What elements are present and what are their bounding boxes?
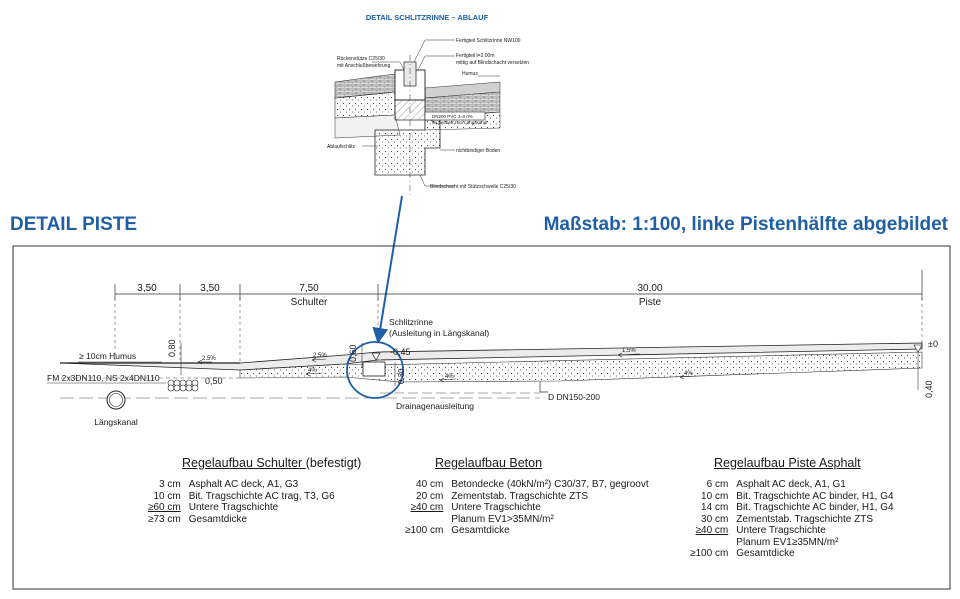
label-fertigteil-len-2: mittig auf Blindschacht versetzen (456, 60, 529, 66)
heading-detail-piste: DETAIL PISTE (10, 214, 138, 235)
detail-schlitzrinne: DETAIL SCHLITZRINNE – ABLAUF Rückenstütz… (327, 13, 529, 195)
slope-3: 4% (308, 368, 317, 374)
label-pm0: ±0 (928, 339, 938, 349)
blindschacht (374, 119, 441, 176)
slope-1: 2.5% (202, 356, 216, 362)
buildup-schulter-title: Regelaufbau Schulter (befestigt) (182, 456, 362, 470)
schlitzrinne-symbol (346, 341, 404, 399)
buildup-asphalt-title: Regelaufbau Piste Asphalt (714, 456, 861, 470)
label-drainage: Drainagenausleitung (396, 401, 474, 411)
label-dim-060: 0,60 (348, 344, 358, 362)
cable-bundle (167, 379, 199, 392)
label-blindschacht: Blindschacht mit Stützschwelle C25/30 (430, 184, 516, 190)
dim-name-schulter: Schulter (291, 297, 328, 308)
dim-name-piste: Piste (639, 297, 662, 308)
slope-6: 1.5% (622, 348, 636, 354)
detail-highlight-circle (346, 341, 404, 399)
label-dn200-2: im Seitbett zum Längskanal (432, 120, 487, 125)
dim-2: 3,50 (200, 283, 220, 294)
label-fm: FM 2x3DN110, NS 2x4DN110 (47, 373, 160, 383)
label-dim-050: 0,50 (205, 376, 223, 386)
slope-4: 4% (445, 374, 454, 380)
label-dim-045: -0,45 (390, 347, 411, 357)
detail-title: DETAIL SCHLITZRINNE – ABLAUF (366, 13, 489, 22)
label-humus: ≥ 10cm Humus (79, 351, 136, 361)
slope-5: 4% (684, 371, 693, 377)
label-dim-040: 0,40 (924, 380, 934, 398)
label-fertigteil-len-1: Fertigteil l=2.00m (456, 53, 495, 59)
table-row: Planum EV1>35MN/m² (451, 513, 554, 525)
drawing-frame (12, 245, 951, 590)
dn200-pipe (424, 111, 486, 121)
buildup-beton-title: Regelaufbau Beton (435, 456, 543, 470)
dim-1: 3,50 (137, 283, 157, 294)
level-marker-pm0 (913, 344, 923, 353)
dim-3: 7,50 (299, 283, 319, 294)
label-rueckenstuetze-2: mit Anschlußbewehrung (337, 63, 391, 69)
label-fertigteil: Fertigteil Schlitzrinne NW100 (456, 38, 521, 44)
detail-connector-arrow (372, 195, 403, 344)
label-humus-top: Humus (462, 71, 478, 77)
label-dim-030: 0,30 (397, 368, 406, 384)
label-rueckenstuetze-1: Rückenstütze C25/30 (337, 56, 385, 62)
label-dim-080: 0,80 (167, 339, 177, 357)
label-dn200-1: DN200 PVC J=0.0% (432, 114, 473, 119)
label-schlitzrinne-1: Schlitzrinne (389, 317, 433, 327)
label-nichtbindiger: nichtbindiger Boden (456, 148, 500, 154)
slope-2: 2.5% (313, 353, 327, 359)
label-laengskanal: Längskanal (94, 417, 138, 427)
heading-massstab: Maßstab: 1:100, linke Pistenhälfte abgeb… (543, 214, 948, 235)
table-row: Planum EV1≥35MN/m² (736, 536, 839, 548)
dimension-chain (114, 270, 923, 365)
buildup-schulter-title-suffix: (befestigt) (305, 456, 362, 470)
laengskanal-pipe (106, 390, 126, 410)
label-ablaufschlitz: Ablaufschlitz (327, 144, 356, 150)
label-schlitzrinne-2: (Ausleitung in Längskanal) (389, 328, 489, 338)
label-d-dn: D DN150-200 (548, 392, 600, 402)
road-profile (59, 342, 923, 399)
dim-4: 30,00 (637, 283, 662, 294)
